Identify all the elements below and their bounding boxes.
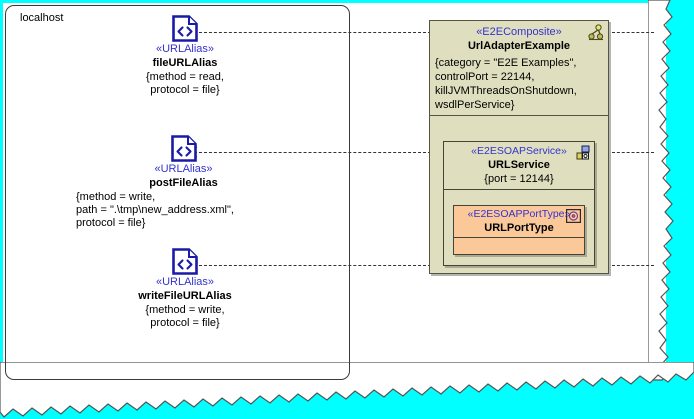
porttype-header: «E2ESOAPPortType» URLPortType (454, 206, 584, 237)
service-properties: {port = 12144} (484, 173, 554, 185)
element-properties: {method = read, protocol = file} (146, 71, 224, 96)
element-properties: {method = write, path = ".\tmp\new_addre… (76, 191, 234, 229)
dependency-line-right-top (612, 32, 654, 33)
localhost-node[interactable]: localhost (5, 5, 350, 380)
porttype-stereotype: «E2ESOAPPortType» (467, 208, 571, 220)
stereotype-label: «URLAlias» (154, 163, 213, 175)
composite-header: «E2EComposite» UrlAdapterExample (430, 21, 608, 54)
service-header: «E2ESOAPService» URLService (444, 142, 594, 172)
e2e-soap-service-node[interactable]: «E2ESOAPService» URLService {port = 1214… (443, 141, 595, 266)
url-alias-document-icon-wrap (76, 135, 291, 163)
dependency-line-right-bottom (612, 265, 654, 266)
composite-stereotype: «E2EComposite» (476, 26, 562, 38)
element-name-label: writeFileURLAlias (138, 290, 232, 302)
porttype-divider (454, 237, 584, 238)
element-name-label: postFileAlias (149, 177, 218, 189)
url-alias-document-icon (170, 135, 197, 162)
element-fileurlalias[interactable]: «URLAlias» fileURLAlias {method = read, … (90, 15, 280, 97)
stereotype-label: «URLAlias» (155, 276, 215, 288)
element-writefileurlalias[interactable]: «URLAlias» writeFileURLAlias {method = w… (85, 248, 285, 330)
dependency-line-writefileurlalias[interactable] (194, 265, 431, 266)
porttype-operations-compartment (454, 238, 584, 250)
dependency-line-postfilealias[interactable] (194, 152, 431, 153)
e2e-composite-icon (588, 24, 604, 41)
torn-edge-right (648, 0, 674, 381)
element-properties: {method = write, protocol = file} (145, 304, 225, 329)
url-alias-document-icon-wrap (90, 15, 280, 43)
porttype-name: URLPortType (484, 222, 554, 234)
composite-divider (430, 115, 608, 116)
element-postfilealias[interactable]: «URLAlias» postFileAlias {method = write… (76, 135, 291, 230)
soap-service-icon (576, 145, 590, 160)
soap-porttype-icon (566, 209, 581, 223)
torn-edge-bottom (0, 362, 694, 418)
url-alias-document-icon (172, 248, 198, 275)
dependency-line-right-middle (612, 152, 654, 153)
url-alias-document-icon (172, 15, 198, 42)
stereotype-label: «URLAlias» (155, 43, 215, 55)
dependency-line-fileurlalias[interactable] (194, 32, 431, 33)
e2e-composite-node[interactable]: «E2EComposite» UrlAdapterExample {catego… (429, 20, 609, 274)
service-stereotype: «E2ESOAPService» (471, 145, 567, 157)
element-name-label: fileURLAlias (152, 57, 218, 69)
service-divider (444, 189, 594, 190)
service-name: URLService (488, 159, 550, 171)
localhost-label: localhost (20, 12, 64, 24)
url-alias-document-icon-wrap (85, 248, 285, 276)
composite-properties: {category = "E2E Examples", controlPort … (435, 57, 577, 111)
composite-name: UrlAdapterExample (467, 40, 571, 52)
e2e-soap-porttype-node[interactable]: «E2ESOAPPortType» URLPortType (453, 205, 585, 255)
